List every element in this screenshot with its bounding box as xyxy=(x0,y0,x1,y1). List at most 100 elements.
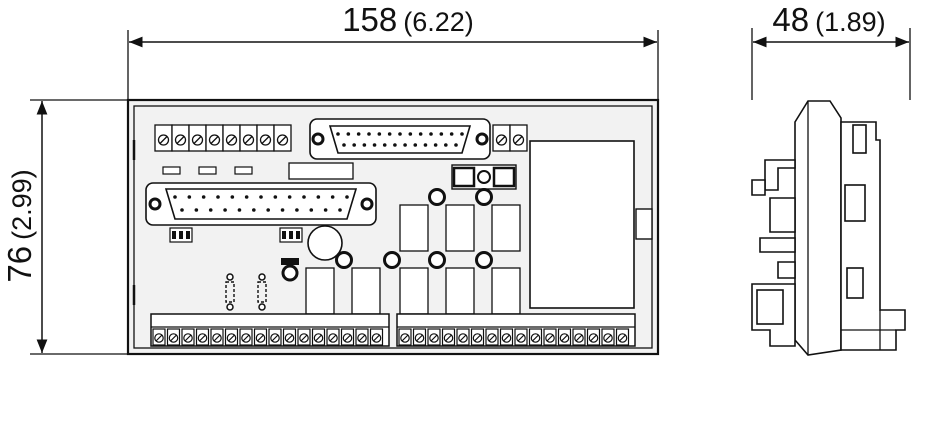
terminal-screw xyxy=(543,328,557,346)
dsub-connector-top xyxy=(309,118,491,160)
top-terminal-block xyxy=(154,124,292,152)
connector-pin xyxy=(208,208,213,212)
terminal-screw xyxy=(615,328,630,346)
terminal-screw xyxy=(572,328,586,346)
led-1 xyxy=(162,166,181,175)
jumper-2 xyxy=(279,227,303,243)
connector-pin xyxy=(295,208,299,212)
connector-pin xyxy=(403,143,407,147)
terminal-screw xyxy=(152,328,166,346)
terminal-screw xyxy=(514,328,528,346)
connector-pin xyxy=(408,132,413,136)
terminal-screw xyxy=(398,328,412,346)
terminal-screw xyxy=(297,328,311,346)
connector-pin xyxy=(244,195,249,199)
terminal-screw xyxy=(586,328,601,346)
connector-pin xyxy=(287,195,292,199)
relays-upper xyxy=(399,204,521,252)
connector-pin xyxy=(413,143,418,147)
terminal-screw xyxy=(485,328,499,346)
connector-pin xyxy=(252,208,256,212)
terminal-screw xyxy=(528,328,543,346)
terminal-screw xyxy=(499,328,514,346)
connector-pin xyxy=(316,195,321,199)
connector-pin xyxy=(187,195,192,199)
connector-pin xyxy=(377,132,382,136)
terminal-screw xyxy=(166,328,181,346)
jumper-1 xyxy=(169,227,193,243)
connector-pin xyxy=(444,143,448,147)
connector-pin xyxy=(323,208,328,212)
connector-pin xyxy=(259,195,263,199)
connector-pin xyxy=(309,208,314,212)
connector-pin xyxy=(273,195,278,199)
connector-pin xyxy=(194,208,199,212)
fuse-2 xyxy=(257,273,267,311)
connector-pin xyxy=(454,143,458,147)
connector-pin xyxy=(439,132,444,136)
front-view xyxy=(126,98,660,356)
connector-pin xyxy=(433,143,438,147)
terminal-screw xyxy=(441,328,456,346)
connector-pin xyxy=(423,143,428,147)
connector-pin xyxy=(367,132,371,136)
top-right-terminal-block xyxy=(492,124,528,152)
connector-pin xyxy=(201,195,206,199)
width-label: 158(6.22) xyxy=(342,1,474,38)
connector-pin xyxy=(346,132,351,136)
terminal-screw xyxy=(282,328,297,346)
connector-pin xyxy=(345,195,349,199)
connector-pin xyxy=(180,208,184,212)
connector-pin xyxy=(230,195,235,199)
connector-pin xyxy=(237,208,242,212)
connector-pin xyxy=(418,132,423,136)
side-connector-1 xyxy=(764,159,796,191)
side-main-body xyxy=(794,100,842,356)
connector-pin xyxy=(266,208,270,212)
connector-pin xyxy=(429,132,433,136)
connector-pin xyxy=(362,143,367,147)
terminal-screw xyxy=(253,328,268,346)
led-2 xyxy=(198,166,217,175)
terminal-screw xyxy=(224,328,239,346)
side-latch xyxy=(635,208,653,240)
connector-pin xyxy=(173,195,177,199)
connector-pin xyxy=(387,132,392,136)
fuse-1 xyxy=(225,273,235,311)
terminal-screw xyxy=(268,328,282,346)
terminal-screw xyxy=(181,328,195,346)
power-module xyxy=(529,140,635,309)
connector-pin xyxy=(382,143,387,147)
connector-pin xyxy=(302,195,306,199)
dsub-connector-left xyxy=(145,182,377,226)
fuse-holder xyxy=(451,164,517,190)
terminal-screw xyxy=(195,328,210,346)
led-3 xyxy=(234,166,253,175)
terminal-screw xyxy=(210,328,224,346)
side-connector-2 xyxy=(769,197,796,233)
connector-pin xyxy=(449,132,454,136)
terminal-screw xyxy=(340,328,355,346)
connector-pin xyxy=(356,132,361,136)
depth-label: 48(1.89) xyxy=(772,1,885,38)
terminal-screw xyxy=(557,328,572,346)
height-dimension: 76(2.99) xyxy=(1,99,128,355)
terminal-screw xyxy=(470,328,485,346)
connector-pin xyxy=(398,132,402,136)
terminal-screw xyxy=(355,328,369,346)
connector-pin xyxy=(372,143,377,147)
terminal-screw xyxy=(427,328,441,346)
side-rear-structure xyxy=(840,121,906,351)
terminal-screw xyxy=(311,328,326,346)
terminal-screw xyxy=(456,328,470,346)
label-plate xyxy=(288,162,354,180)
capacitor xyxy=(307,225,343,261)
width-dimension: 158(6.22) xyxy=(127,1,659,100)
connector-pin xyxy=(352,143,356,147)
connector-pin xyxy=(330,195,335,199)
connector-pin xyxy=(342,143,346,147)
terminal-screw xyxy=(239,328,253,346)
terminal-screw xyxy=(601,328,615,346)
depth-dimension: 48(1.89) xyxy=(751,1,911,100)
